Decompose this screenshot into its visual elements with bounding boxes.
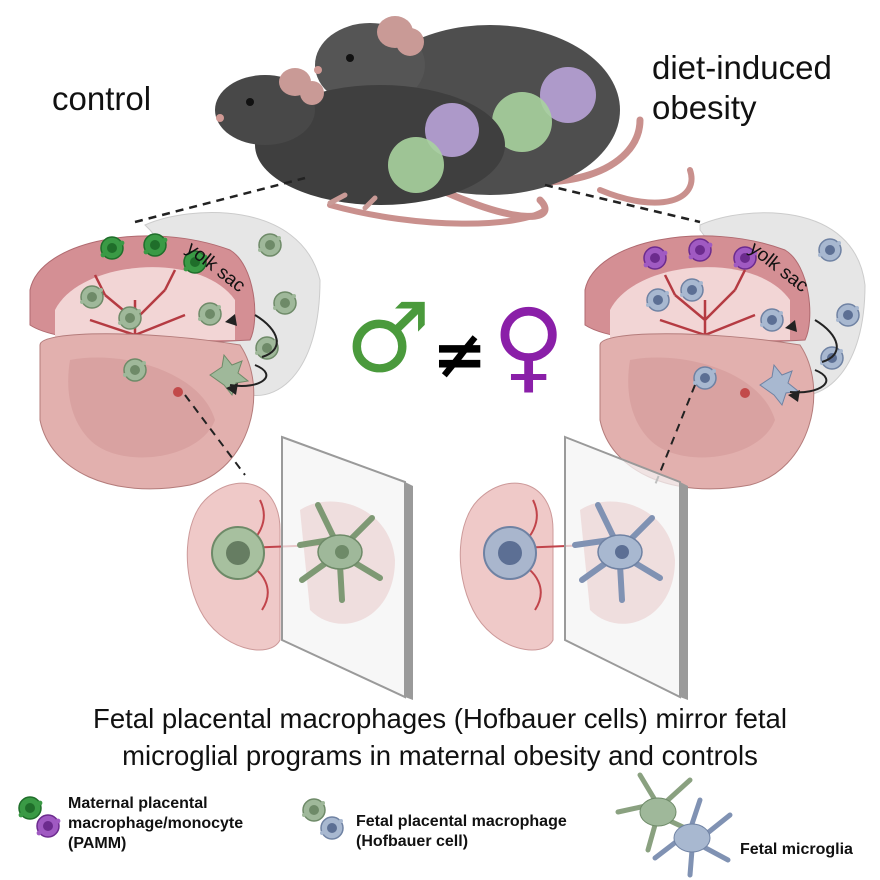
- macrophage-icon: [17, 796, 62, 838]
- legend-pamm-label: Maternal placental macrophage/monocyte (…: [68, 794, 243, 854]
- female-symbol-icon: ♀: [492, 287, 566, 404]
- control-slide-panel: [186, 435, 413, 700]
- macrophage-icon: [301, 798, 344, 840]
- legend-icons: [17, 772, 733, 878]
- obesity-slide-panel: [459, 435, 688, 700]
- dio-line-2: obesity: [652, 89, 757, 126]
- figure-caption: Fetal placental macrophages (Hofbauer ce…: [0, 700, 880, 774]
- dio-line-1: diet-induced: [652, 49, 832, 86]
- microglia-icon: [615, 772, 733, 878]
- mouse-icon: [215, 16, 695, 227]
- caption-line-1: Fetal placental macrophages (Hofbauer ce…: [93, 703, 787, 734]
- control-label: control: [52, 80, 152, 117]
- legend-microglia-label: Fetal microglia: [740, 841, 853, 858]
- obesity-placenta-embryo: [544, 183, 866, 490]
- male-symbol-icon: ♂: [345, 282, 432, 394]
- mice-illustration: [215, 16, 695, 227]
- legend-pamm-line-3: (PAMM): [68, 835, 127, 852]
- microglia-icon: [297, 502, 383, 603]
- legend-hofbauer-line-1: Fetal placental macrophage: [356, 813, 567, 830]
- legend-hofbauer-label: Fetal placental macrophage (Hofbauer cel…: [356, 812, 567, 852]
- legend-pamm-line-2: macrophage/monocyte: [68, 815, 244, 832]
- legend-pamm-line-1: Maternal placental: [68, 795, 208, 812]
- legend-hofbauer-line-2: (Hofbauer cell): [356, 833, 469, 850]
- not-equal-sign: ≠: [432, 316, 488, 393]
- control-placenta-embryo: [29, 176, 321, 490]
- diet-induced-obesity-label: diet-induced obesity: [652, 48, 832, 128]
- caption-line-2: microglial programs in maternal obesity …: [122, 740, 758, 771]
